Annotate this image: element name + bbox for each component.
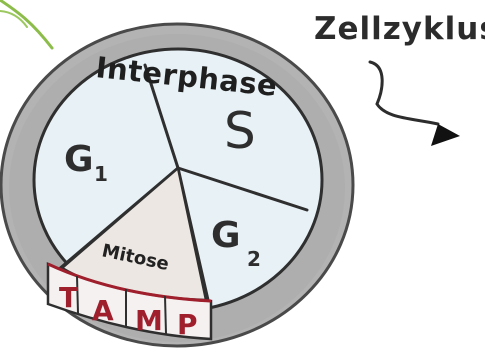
cycle-arrow <box>370 62 460 146</box>
phase-m-label: M <box>135 304 163 337</box>
phase-g1-main: G <box>64 139 94 180</box>
phase-g2-main: G <box>211 215 241 256</box>
phase-g1-sub: 1 <box>94 162 108 186</box>
leaf-decoration <box>0 0 52 48</box>
phase-t-label: T <box>59 281 78 314</box>
phase-g2-sub: 2 <box>247 247 261 271</box>
phase-s-label: S <box>224 102 256 160</box>
diagram-title: Zellzyklus <box>314 11 485 47</box>
phase-a-label: A <box>92 294 114 327</box>
phase-p-label: P <box>177 308 198 341</box>
